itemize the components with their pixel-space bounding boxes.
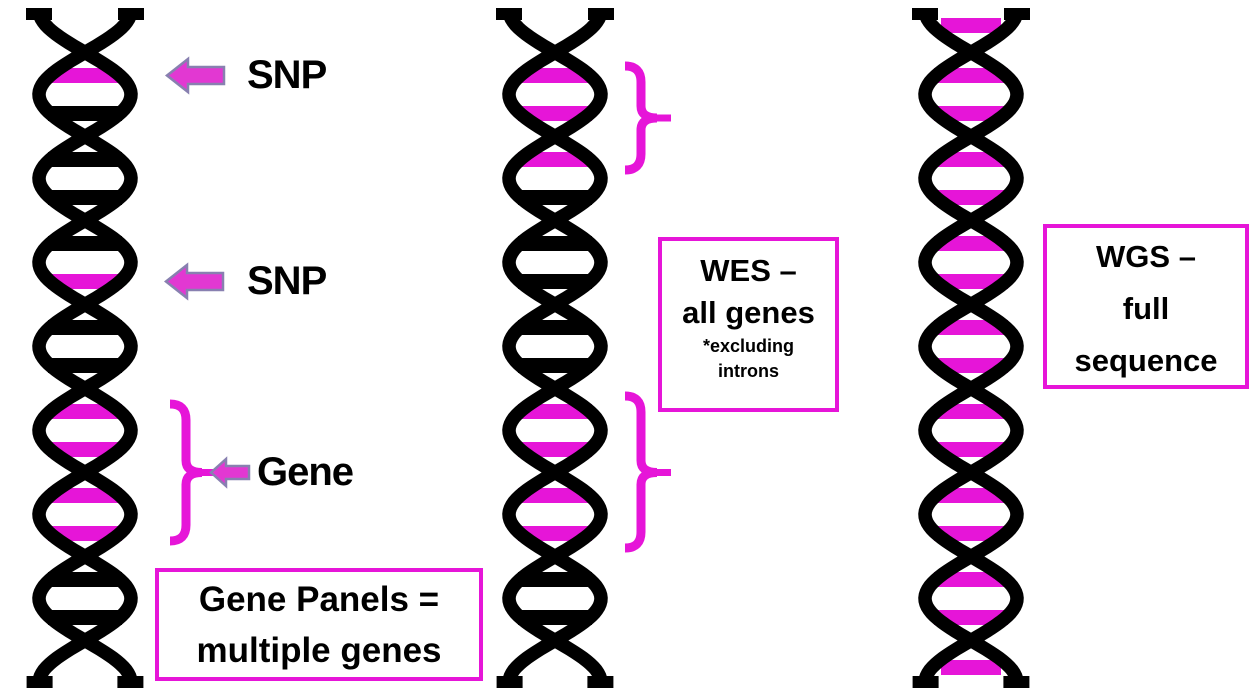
- dna-strand-cap: [118, 8, 144, 20]
- dna-rung: [48, 190, 122, 205]
- gene-arrow: [209, 456, 251, 489]
- snp-label-1: SNP: [247, 53, 327, 97]
- dna-rung: [518, 572, 592, 587]
- dna-rung: [48, 488, 122, 503]
- dna-rung: [48, 610, 122, 625]
- wes-box-line4: introns: [718, 361, 779, 381]
- dna-rung: [934, 106, 1008, 121]
- wgs-box: WGS – full sequence: [1043, 224, 1249, 389]
- dna-rung: [934, 610, 1008, 625]
- dna-rung: [48, 358, 122, 373]
- wes-exon-brace-top: [624, 61, 658, 175]
- wes-box: WES – all genes *excluding introns: [658, 237, 839, 412]
- dna-rung: [934, 190, 1008, 205]
- dna-rung: [518, 526, 592, 541]
- dna-strand-cap: [117, 676, 144, 688]
- dna-strand-cap: [1003, 676, 1030, 688]
- dna-rung: [48, 320, 122, 335]
- dna-rung: [518, 358, 592, 373]
- dna-rung: [48, 152, 122, 167]
- wgs-box-line3: sequence: [1074, 343, 1218, 378]
- wes-box-line2: all genes: [682, 295, 815, 330]
- dna-rung: [48, 572, 122, 587]
- dna-rung: [934, 442, 1008, 457]
- dna-strand: [502, 9, 608, 686]
- dna-rung: [934, 358, 1008, 373]
- dna-rung: [518, 320, 592, 335]
- dna-strand-cap: [26, 8, 52, 20]
- dna-rung: [518, 442, 592, 457]
- wgs-box-line2: full: [1122, 291, 1170, 326]
- dna-strand: [32, 9, 138, 686]
- gene-panels-box: Gene Panels = multiple genes: [155, 568, 483, 681]
- dna-strand-cap: [26, 676, 53, 688]
- dna-rung: [518, 106, 592, 121]
- dna-rung: [48, 526, 122, 541]
- dna-rung: [518, 190, 592, 205]
- snp-arrow-1: [164, 56, 226, 95]
- dna-strand-cap: [588, 8, 614, 20]
- dna-rung: [518, 68, 592, 83]
- wgs-box-line1: WGS –: [1096, 239, 1196, 274]
- dna-rung: [48, 68, 122, 83]
- dna-rung: [934, 488, 1008, 503]
- dna-rung: [934, 236, 1008, 251]
- dna-strand-cap: [912, 8, 938, 20]
- dna-rung: [518, 274, 592, 289]
- dna-strand: [918, 9, 1024, 686]
- dna-rung: [934, 404, 1008, 419]
- dna-strand-cap: [587, 676, 614, 688]
- dna-rung: [48, 442, 122, 457]
- dna-rung: [48, 106, 122, 121]
- gene-panels-box-line2: multiple genes: [196, 631, 442, 670]
- dna-strand-cap: [496, 676, 523, 688]
- dna-rung: [934, 152, 1008, 167]
- snp-arrow-2: [163, 262, 225, 301]
- dna-rung: [518, 236, 592, 251]
- gene-label: Gene: [257, 450, 354, 494]
- dna-rung: [934, 68, 1008, 83]
- dna-rung: [48, 274, 122, 289]
- dna-rung: [48, 404, 122, 419]
- dna-rung: [934, 274, 1008, 289]
- dna-rung: [48, 236, 122, 251]
- dna-rung: [934, 320, 1008, 335]
- dna-rung: [934, 526, 1008, 541]
- snp-label-2: SNP: [247, 259, 327, 303]
- dna-strand-cap: [912, 676, 939, 688]
- dna-rung: [518, 488, 592, 503]
- dna-rung: [518, 404, 592, 419]
- dna-rung: [518, 152, 592, 167]
- dna-rung: [934, 572, 1008, 587]
- dna-strand: [502, 9, 608, 686]
- dna-rung: [941, 18, 1001, 33]
- dna-strand: [32, 9, 138, 686]
- dna-strand: [918, 9, 1024, 686]
- gene-brace: [169, 399, 203, 546]
- dna-rung: [518, 610, 592, 625]
- dna-rung: [941, 660, 1001, 675]
- gene-panels-box-line1: Gene Panels =: [198, 580, 440, 619]
- dna-strand-cap: [496, 8, 522, 20]
- wes-box-line1: WES –: [700, 253, 797, 288]
- dna-strand-cap: [1004, 8, 1030, 20]
- wes-exon-brace-bottom: [624, 391, 658, 553]
- wes-box-line3: *excluding: [702, 336, 795, 356]
